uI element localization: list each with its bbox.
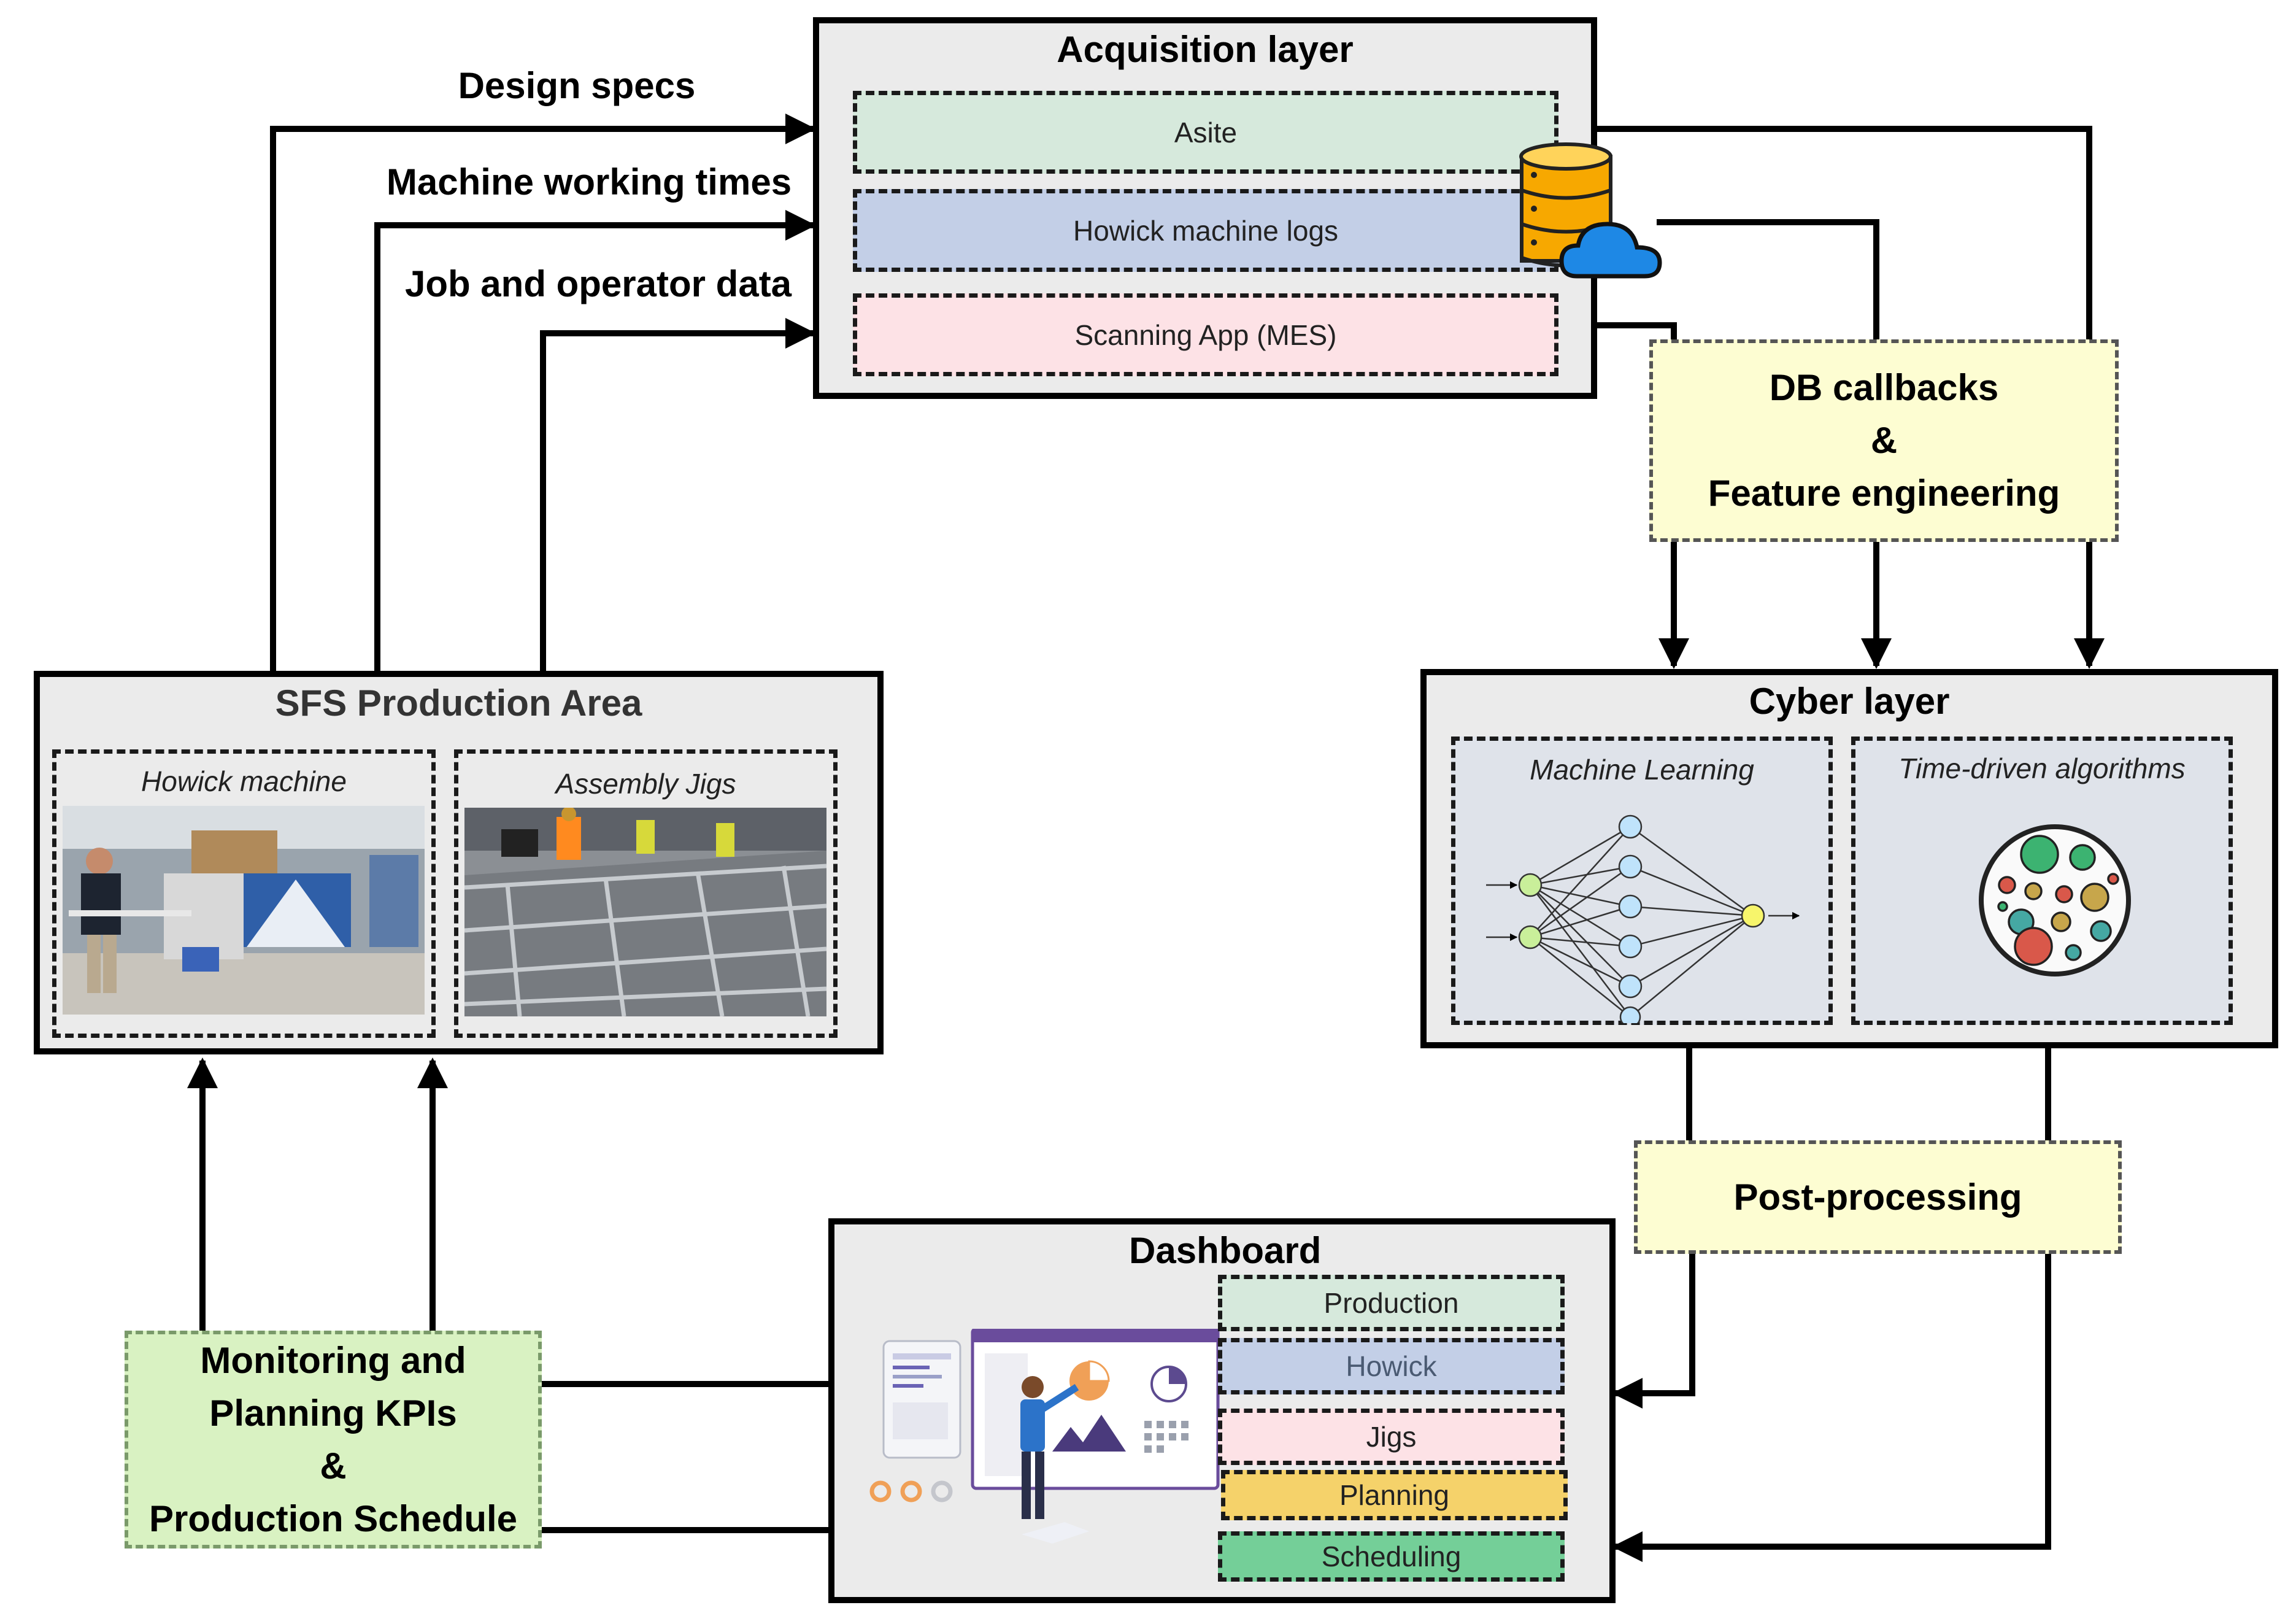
howick-machine-panel: Howick machine (52, 749, 436, 1038)
post-processing-box: Post-processing (1634, 1140, 2122, 1254)
dashboard-item-scheduling: Scheduling (1218, 1531, 1565, 1582)
acquisition-title: Acquisition layer (1057, 29, 1354, 70)
arrow-post-dash-2 (1612, 1253, 2051, 1562)
kpis-schedule-box: Monitoring and Planning KPIs & Productio… (125, 1331, 542, 1549)
label-job-operator-data: Job and operator data (404, 263, 792, 304)
assembly-jigs-photo (464, 808, 826, 1016)
time-driven-panel: Time-driven algorithms (1851, 737, 2233, 1025)
arrow-design-specs (270, 114, 816, 675)
dashboard-illustration (869, 1329, 1220, 1544)
line-scanning (1594, 322, 1677, 341)
arrow-job-data (540, 318, 816, 675)
arrow-machine-times (374, 210, 816, 675)
dashboard-item-jigs: Jigs (1218, 1409, 1565, 1465)
cyber-layer: Cyber layer Machine Learning (1420, 669, 2278, 1048)
assembly-jigs-panel: Assembly Jigs (454, 749, 838, 1038)
db-callbacks-box: DB callbacks & Feature engineering (1649, 339, 2119, 542)
howick-machine-label: Howick machine (141, 765, 347, 797)
acquisition-item-scanning-app: Scanning App (MES) (853, 293, 1558, 376)
howick-machine-photo (63, 806, 425, 1015)
arrow-post-dash-1 (1612, 1253, 1695, 1409)
dashboard-item-planning: Planning (1221, 1470, 1568, 1520)
database-cloud-icon (1519, 142, 1662, 279)
dashboard-title: Dashboard (1129, 1230, 1322, 1271)
machine-learning-label: Machine Learning (1530, 754, 1754, 786)
cyber-title: Cyber layer (1749, 681, 1950, 722)
line-cloud (1657, 219, 1879, 341)
machine-learning-panel: Machine Learning (1451, 737, 1833, 1025)
time-driven-label: Time-driven algorithms (1898, 752, 2186, 784)
acquisition-layer: Acquisition layer Asite Howick machine l… (813, 17, 1597, 399)
sfs-title: SFS Production Area (275, 682, 642, 724)
dashboard-item-howick: Howick (1218, 1338, 1565, 1394)
assembly-jigs-label: Assembly Jigs (555, 768, 736, 800)
neural-network-icon (1486, 814, 1800, 1023)
label-design-specs: Design specs (458, 65, 696, 106)
clusters-icon (1979, 824, 2131, 976)
acquisition-item-asite: Asite (853, 91, 1558, 174)
dashboard-item-production: Production (1218, 1275, 1565, 1331)
acquisition-item-howick-logs: Howick machine logs (853, 189, 1558, 272)
label-machine-working-times: Machine working times (386, 161, 792, 203)
sfs-production-area: SFS Production Area Howick machine Assem… (34, 671, 884, 1054)
line-acq-right (1594, 126, 2092, 341)
dashboard: Dashboard (828, 1218, 1616, 1603)
